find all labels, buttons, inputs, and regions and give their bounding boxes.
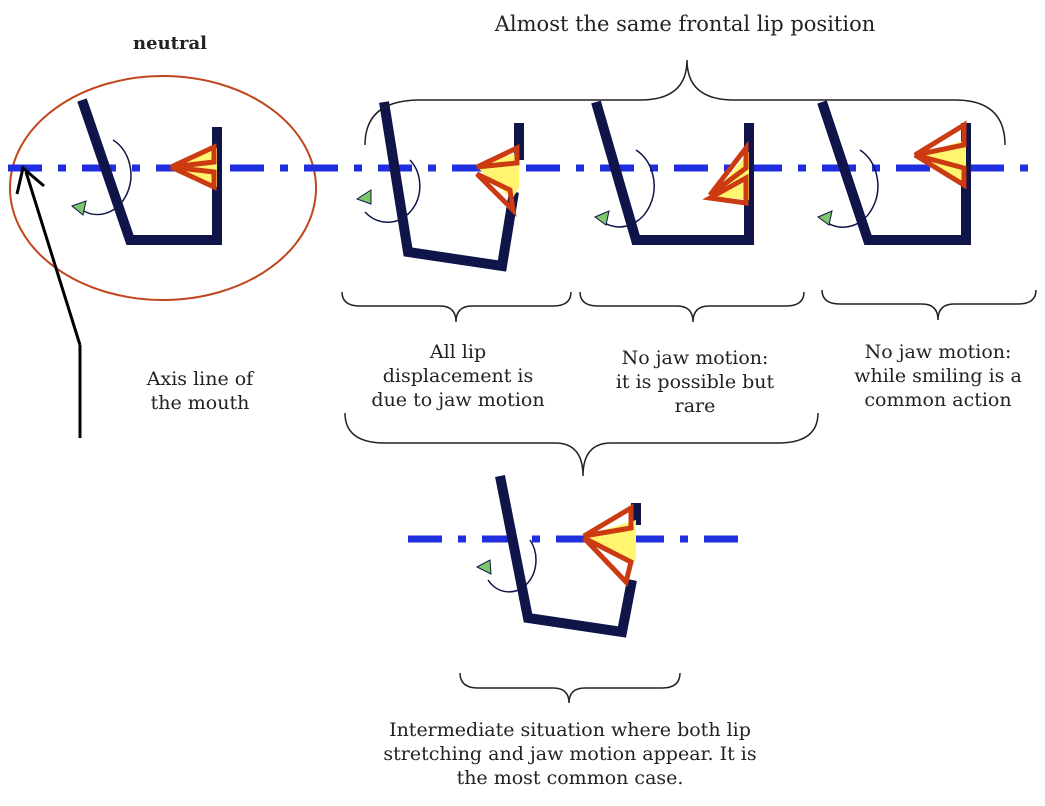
lower-lip	[913, 152, 967, 190]
case-jaw-label: All lip displacement is due to jaw motio…	[371, 341, 545, 411]
lower-lip	[475, 171, 517, 218]
brace-case-rare	[579, 291, 805, 323]
lower-lip	[169, 164, 217, 191]
case-no-jaw-smile-figure	[816, 100, 971, 245]
rotation-arrow	[81, 139, 132, 216]
top-brace	[364, 59, 1006, 146]
brace-case-jaw	[341, 291, 572, 323]
neutral-circle	[9, 75, 317, 301]
rotation-arrow	[364, 159, 421, 223]
brace-intermediate	[459, 672, 681, 704]
top-title: Almost the same frontal lip position	[494, 12, 876, 36]
rotation-arrow	[602, 149, 655, 228]
neutral-title: neutral	[133, 33, 207, 54]
axis-label: Axis line of the mouth	[146, 368, 254, 414]
upper-lip	[169, 143, 217, 170]
jaw-outline	[495, 475, 637, 638]
rotation-arrow-head	[355, 189, 372, 205]
jaw-outline	[379, 101, 519, 272]
case-jaw-motion-figure	[355, 101, 524, 272]
rotation-arrow-head	[70, 200, 87, 216]
upper-lip	[708, 140, 749, 197]
rotation-arrow	[487, 539, 537, 593]
lower-lip	[582, 535, 634, 588]
case-no-jaw-smile-label: No jaw motion: while smiling is a common…	[854, 341, 1022, 411]
upper-lip	[582, 503, 634, 539]
case-intermediate-figure	[475, 475, 641, 638]
case-no-jaw-rare-figure	[591, 100, 754, 245]
rotation-arrow-head	[593, 210, 610, 226]
brace-case-smile	[821, 289, 1037, 321]
axis-pointer-arrow	[15, 165, 82, 438]
case-no-jaw-rare-label: No jaw motion: it is possible but rare	[615, 347, 775, 417]
rotation-arrow-head	[816, 210, 833, 226]
brace-group	[344, 412, 819, 477]
rotation-arrow-head	[475, 559, 492, 575]
intermediate-label: Intermediate situation where both lip st…	[383, 719, 757, 789]
upper-lip	[913, 120, 967, 158]
upper-lip	[475, 144, 520, 170]
lower-lip	[702, 173, 749, 206]
neutral-mouth-figure	[70, 98, 222, 245]
rotation-arrow	[825, 149, 879, 228]
